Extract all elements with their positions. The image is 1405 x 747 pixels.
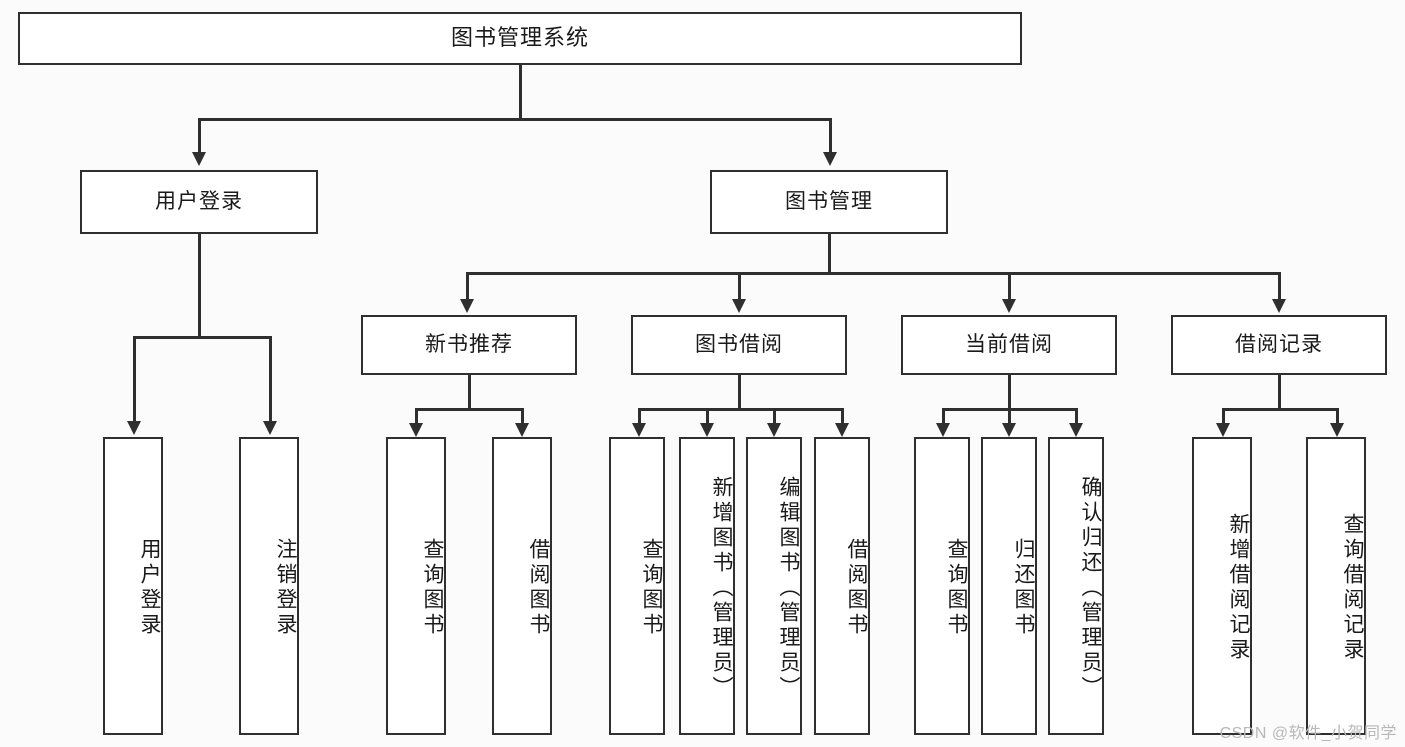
node-book-borrow[interactable]: 图书借阅: [631, 315, 847, 375]
node-label: 当前借阅: [965, 333, 1053, 357]
arrowhead-bb-leaf-1: [632, 423, 646, 437]
edge-br-to-leaf-1: [1222, 408, 1225, 423]
leaf-cb-return-book[interactable]: 归还图书: [981, 437, 1037, 735]
arrowhead-current-borrow: [1002, 299, 1016, 313]
node-label: 新增图书（管理员）: [710, 475, 733, 701]
edge-new-book-to-leaf-1: [415, 408, 418, 423]
leaf-br-add-record[interactable]: 新增借阅记录: [1192, 437, 1252, 735]
arrowhead-book-manage: [823, 152, 837, 166]
arrowhead-cb-leaf-3: [1069, 423, 1083, 437]
node-label: 查询图书: [640, 538, 663, 638]
leaf-br-query-record[interactable]: 查询借阅记录: [1306, 437, 1366, 735]
edge-bb-to-leaf-1: [638, 408, 641, 423]
node-label: 新书推荐: [425, 333, 513, 357]
leaf-cb-confirm-return[interactable]: 确认归还（管理员）: [1048, 437, 1104, 735]
arrowhead-bb-leaf-2: [700, 423, 714, 437]
edge-br-to-leaf-2: [1336, 408, 1339, 423]
leaf-bb-add-book[interactable]: 新增图书（管理员）: [679, 437, 735, 735]
edge-root-bar: [198, 118, 831, 121]
node-label: 归还图书: [1012, 538, 1035, 638]
arrowhead-leaf-user-login: [127, 421, 141, 435]
node-label: 借阅记录: [1235, 333, 1323, 357]
arrowhead-user-login: [192, 152, 206, 166]
arrowhead-br-leaf-1: [1216, 423, 1230, 437]
edge-book-manage-bar: [466, 272, 1280, 275]
edge-book-manage-stem: [828, 234, 831, 272]
leaf-bb-borrow-book[interactable]: 借阅图书: [814, 437, 870, 735]
edge-borrow-record-stem: [1278, 375, 1281, 408]
node-label: 用户登录: [138, 538, 161, 638]
arrowhead-new-book: [460, 299, 474, 313]
node-label: 新增借阅记录: [1227, 513, 1250, 663]
edge-root-to-book-manage: [829, 118, 832, 152]
node-label: 图书管理: [785, 190, 873, 214]
leaf-logout[interactable]: 注销登录: [239, 437, 299, 735]
node-new-book-recommend[interactable]: 新书推荐: [361, 315, 577, 375]
edge-new-book-bar: [415, 408, 523, 411]
arrowhead-bb-leaf-4: [835, 423, 849, 437]
arrowhead-bb-leaf-3: [767, 423, 781, 437]
node-label: 查询图书: [945, 538, 968, 638]
edge-user-login-bar: [133, 336, 271, 339]
leaf-bb-edit-book[interactable]: 编辑图书（管理员）: [746, 437, 802, 735]
edge-user-login-to-leaf-2: [269, 336, 272, 421]
node-label: 图书借阅: [695, 333, 783, 357]
arrowhead-br-leaf-2: [1330, 423, 1344, 437]
edge-root-to-user-login: [198, 118, 201, 152]
node-label: 确认归还（管理员）: [1079, 475, 1102, 701]
node-borrow-record[interactable]: 借阅记录: [1171, 315, 1387, 375]
node-label: 借阅图书: [527, 538, 550, 638]
edge-bb-to-leaf-4: [841, 408, 844, 423]
edge-book-borrow-bar: [638, 408, 842, 411]
edge-cb-to-leaf-1: [942, 408, 945, 423]
node-label: 借阅图书: [845, 538, 868, 638]
edge-book-borrow-stem: [738, 375, 741, 408]
edge-user-login-to-leaf-1: [133, 336, 136, 421]
edge-to-new-book: [466, 272, 469, 299]
node-label: 用户登录: [155, 190, 243, 214]
edge-new-book-to-leaf-2: [521, 408, 524, 423]
edge-bb-to-leaf-3: [773, 408, 776, 423]
leaf-nb-query-book[interactable]: 查询图书: [386, 437, 446, 735]
node-label: 图书管理系统: [450, 25, 589, 51]
edge-root-stem: [519, 65, 522, 118]
edge-cb-to-leaf-2: [1008, 408, 1011, 423]
edge-to-book-borrow: [738, 272, 741, 299]
arrowhead-cb-leaf-1: [936, 423, 950, 437]
edge-bb-to-leaf-2: [706, 408, 709, 423]
edge-new-book-stem: [468, 375, 471, 408]
node-label: 编辑图书（管理员）: [777, 475, 800, 701]
arrowhead-leaf-logout: [263, 421, 277, 435]
edge-cb-to-leaf-3: [1075, 408, 1078, 423]
leaf-cb-query-book[interactable]: 查询图书: [914, 437, 970, 735]
node-current-borrow[interactable]: 当前借阅: [901, 315, 1117, 375]
leaf-nb-borrow-book[interactable]: 借阅图书: [492, 437, 552, 735]
arrowhead-borrow-record: [1272, 299, 1286, 313]
node-user-login[interactable]: 用户登录: [80, 170, 318, 234]
node-label: 查询图书: [421, 538, 444, 638]
arrowhead-nb-leaf-2: [515, 423, 529, 437]
node-book-manage[interactable]: 图书管理: [710, 170, 948, 234]
arrowhead-nb-leaf-1: [409, 423, 423, 437]
edge-to-current-borrow: [1008, 272, 1011, 299]
arrowhead-book-borrow: [732, 299, 746, 313]
arrowhead-cb-leaf-2: [1002, 423, 1016, 437]
edge-user-login-stem: [198, 234, 201, 336]
edge-borrow-record-bar: [1222, 408, 1338, 411]
leaf-bb-query-book[interactable]: 查询图书: [609, 437, 665, 735]
edge-to-borrow-record: [1278, 272, 1281, 299]
edge-current-borrow-stem: [1008, 375, 1011, 408]
node-root-system[interactable]: 图书管理系统: [18, 12, 1022, 65]
node-label: 查询借阅记录: [1341, 513, 1364, 663]
leaf-user-login[interactable]: 用户登录: [103, 437, 163, 735]
node-label: 注销登录: [274, 538, 297, 638]
